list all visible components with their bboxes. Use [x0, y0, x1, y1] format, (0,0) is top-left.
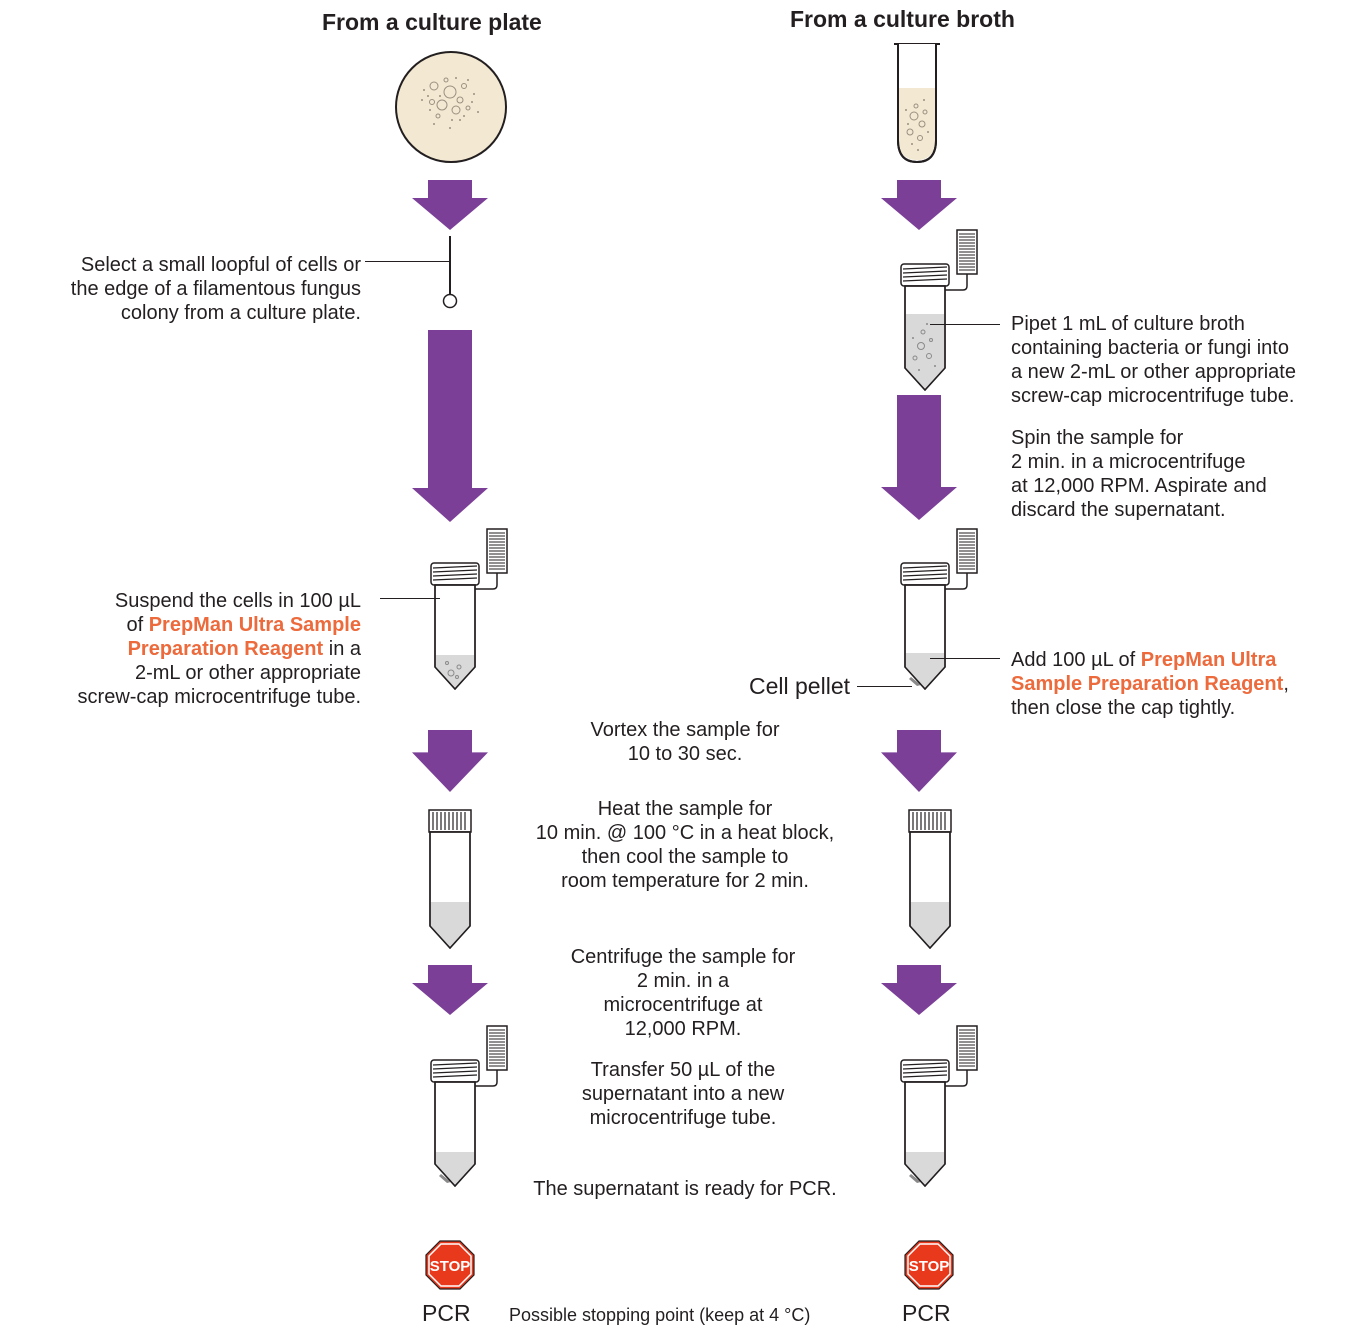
ready-for-pcr-text: The supernatant is ready for PCR.	[533, 1178, 837, 1200]
leader-line	[365, 261, 450, 262]
flow-arrow	[881, 730, 957, 792]
leader-line	[380, 598, 440, 599]
reagent-name: PrepMan Ultra Sample	[148, 614, 361, 636]
stopping-point-note: Possible stopping point (keep at 4 °C)	[509, 1305, 811, 1325]
culture-broth-tube-icon	[892, 40, 942, 165]
flow-arrow	[412, 730, 488, 792]
suspend-cells-instruction: Suspend the cells in 100 µL of PrepMan U…	[77, 590, 361, 708]
plate-column-title: From a culture plate	[322, 9, 542, 35]
pcr-label-left: PCR	[422, 1300, 471, 1326]
cell-pellet-label: Cell pellet	[749, 673, 850, 699]
flow-arrow-medium	[881, 395, 957, 520]
reagent-name: PrepMan Ultra	[1140, 649, 1277, 671]
screw-cap-tube-icon	[895, 228, 985, 393]
broth-column-title: From a culture broth	[790, 6, 1015, 32]
stop-text: STOP	[430, 1258, 471, 1275]
stop-text: STOP	[909, 1258, 950, 1275]
closed-tube-icon	[905, 808, 965, 953]
stop-sign-icon: STOP	[904, 1240, 954, 1290]
flow-arrow	[412, 180, 488, 230]
flow-arrow	[881, 180, 957, 230]
inoculation-loop-icon	[440, 236, 460, 312]
flow-arrow-long	[412, 330, 488, 522]
reagent-name: Sample Preparation Reagent	[1011, 673, 1284, 695]
screw-cap-tube-icon	[895, 527, 985, 692]
leader-line	[857, 686, 912, 687]
culture-plate-icon	[394, 50, 508, 164]
leader-line	[930, 324, 1000, 325]
pcr-label-right: PCR	[902, 1300, 951, 1326]
leader-line	[930, 658, 1000, 659]
flow-arrow	[412, 965, 488, 1015]
stop-sign-icon: STOP	[425, 1240, 475, 1290]
screw-cap-tube-icon	[425, 1024, 515, 1189]
closed-tube-icon	[425, 808, 485, 953]
add-reagent-instruction: Add 100 µL of PrepMan Ultra Sample Prepa…	[1011, 649, 1289, 719]
screw-cap-tube-icon	[895, 1024, 985, 1189]
screw-cap-tube-icon	[425, 527, 515, 692]
flow-arrow	[881, 965, 957, 1015]
reagent-name: Preparation Reagent	[127, 638, 324, 660]
